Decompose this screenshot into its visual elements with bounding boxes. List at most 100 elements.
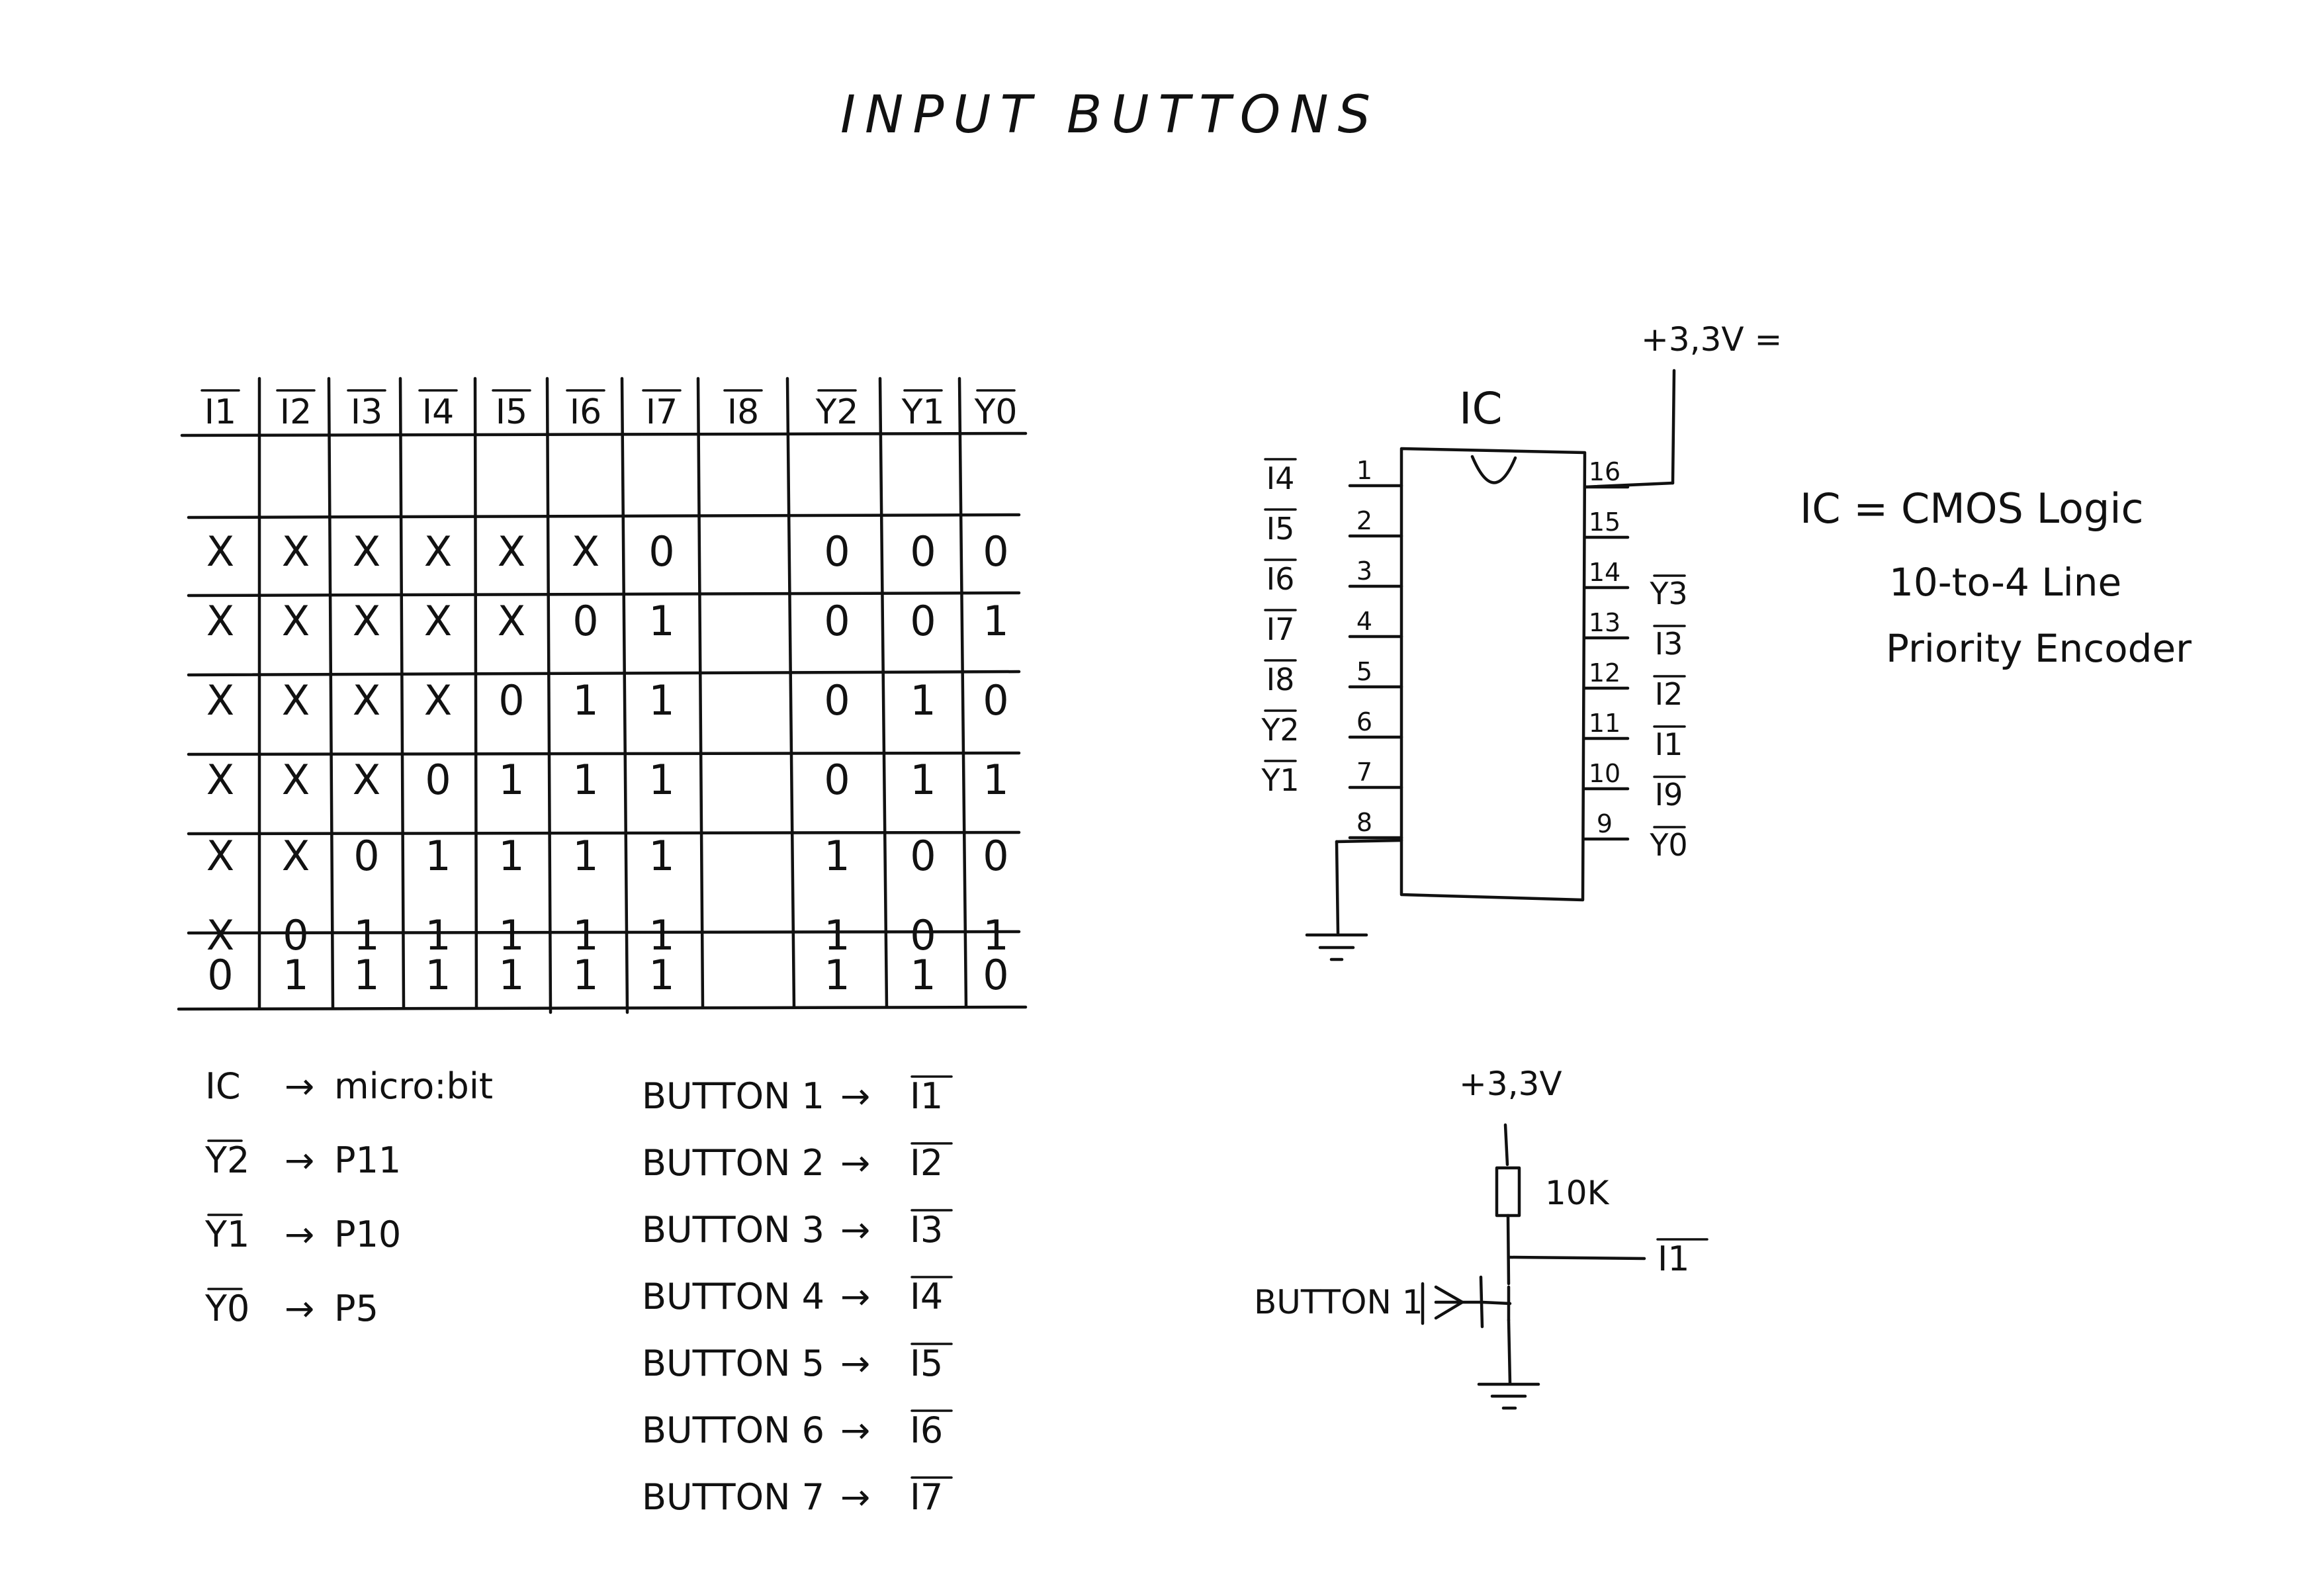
mapping-target: micro:bit bbox=[334, 1065, 493, 1107]
table-cell: 1 bbox=[910, 756, 936, 804]
table-cell: 0 bbox=[983, 676, 1008, 725]
table-cell: 1 bbox=[983, 756, 1008, 804]
ic-label: IC bbox=[1459, 383, 1503, 434]
table-cell: 1 bbox=[498, 951, 524, 999]
table-cell: 1 bbox=[648, 832, 674, 880]
page-title: INPUT BUTTONS bbox=[840, 85, 1380, 145]
table-cell: X bbox=[498, 527, 525, 576]
ic-notch bbox=[1470, 455, 1517, 484]
table-cell: 1 bbox=[353, 951, 379, 999]
pin-number: 11 bbox=[1589, 709, 1620, 738]
table-cell: 1 bbox=[983, 597, 1008, 645]
pin-number: 5 bbox=[1356, 657, 1372, 686]
pin-number: 12 bbox=[1589, 658, 1620, 687]
pin-signal: Y2 bbox=[1261, 712, 1299, 748]
circuit-output-label: I1 bbox=[1658, 1239, 1689, 1279]
button-signal: I7 bbox=[910, 1476, 943, 1518]
table-cell: X bbox=[206, 527, 234, 576]
table-cell: 1 bbox=[910, 951, 936, 999]
supply-wire-2 bbox=[1503, 1123, 1509, 1167]
table-cell: 1 bbox=[498, 832, 524, 880]
table-cell: X bbox=[282, 832, 310, 880]
button-arrow: → bbox=[840, 1075, 870, 1117]
table-cell: 1 bbox=[910, 676, 936, 725]
table-cell: X bbox=[206, 832, 234, 880]
table-cell: X bbox=[424, 527, 452, 576]
button-label: BUTTON 5 bbox=[642, 1343, 824, 1384]
table-cell: 0 bbox=[983, 527, 1008, 576]
mapping-item: Y0→P5 bbox=[204, 1288, 378, 1329]
pin-signal: I4 bbox=[1266, 461, 1295, 496]
button-signal: I4 bbox=[910, 1276, 943, 1317]
table-cell: 0 bbox=[498, 676, 524, 725]
header-i1: I1 bbox=[204, 392, 236, 432]
table-cell: 0 bbox=[824, 597, 850, 645]
button-arrow: → bbox=[840, 1209, 870, 1251]
table-cell: X bbox=[572, 527, 599, 576]
header-i5: I5 bbox=[496, 392, 527, 432]
button-mapping-item: BUTTON 3 → I3 bbox=[642, 1209, 953, 1251]
button-mapping-item: BUTTON 5→I5 bbox=[642, 1343, 953, 1384]
header-y0: Y0 bbox=[974, 392, 1018, 432]
mapping-source: Y1 bbox=[204, 1214, 249, 1255]
button-label: BUTTON 4 bbox=[642, 1276, 824, 1317]
table-cell: 0 bbox=[910, 597, 936, 645]
table-cell: 1 bbox=[572, 832, 598, 880]
table-cell: 1 bbox=[572, 951, 598, 999]
ic-right-pin: 16 bbox=[1583, 457, 1630, 489]
button-arrow: → bbox=[840, 1142, 870, 1184]
button-circuit: +3,3V 10K I1 BUTTON 1 bbox=[1254, 1065, 1708, 1410]
button-mapping-item: BUTTON 1→I1 bbox=[642, 1075, 953, 1117]
ic-left-pin: 7Y1 bbox=[1261, 758, 1403, 798]
table-cell: X bbox=[353, 527, 380, 576]
ic-right-pin: 9Y0 bbox=[1583, 809, 1688, 863]
output-wire bbox=[1507, 1255, 1646, 1261]
header-y1: Y1 bbox=[901, 392, 945, 432]
table-cell: X bbox=[206, 676, 234, 725]
resistor-label: 10K bbox=[1545, 1174, 1610, 1212]
mapping-source: Y2 bbox=[204, 1139, 249, 1181]
button-signal: I2 bbox=[910, 1142, 943, 1184]
ic-note: IC = CMOS Logic 10-to-4 Line Priority En… bbox=[1800, 484, 2192, 671]
table-cell: 1 bbox=[648, 911, 674, 959]
table-cell: 0 bbox=[572, 597, 598, 645]
mapping-arrow: → bbox=[285, 1065, 314, 1107]
mapping-source: Y0 bbox=[204, 1288, 249, 1329]
button-label: BUTTON 1 bbox=[642, 1075, 824, 1117]
pin-number: 9 bbox=[1597, 809, 1613, 838]
mapping-source: IC bbox=[205, 1065, 241, 1107]
table-cell: X bbox=[206, 597, 234, 645]
table-cell: 1 bbox=[425, 832, 451, 880]
table-cell: X bbox=[206, 756, 234, 804]
pin-number: 7 bbox=[1356, 758, 1372, 787]
switch-label: BUTTON 1 bbox=[1254, 1283, 1423, 1321]
header-i3: I3 bbox=[351, 392, 382, 432]
button-label: BUTTON 3 bbox=[642, 1209, 824, 1251]
button-mapping-item: BUTTON 2→I2 bbox=[642, 1142, 953, 1184]
table-cell: 1 bbox=[498, 756, 524, 804]
pin-signal: Y0 bbox=[1649, 827, 1687, 863]
table-cell: X bbox=[282, 527, 310, 576]
table-cell: 0 bbox=[824, 527, 850, 576]
table-cell: 1 bbox=[824, 832, 850, 880]
pin-number: 1 bbox=[1356, 456, 1372, 485]
table-cell: 0 bbox=[910, 832, 936, 880]
header-i2: I2 bbox=[280, 392, 312, 432]
pin-number: 3 bbox=[1356, 556, 1372, 586]
ic-right-pin: 15 bbox=[1583, 508, 1630, 539]
mapping-item: IC → micro:bit bbox=[205, 1065, 493, 1107]
button-signal: I3 bbox=[910, 1209, 943, 1251]
table-cell: X bbox=[282, 676, 310, 725]
button-label: BUTTON 7 bbox=[642, 1476, 824, 1518]
resistor-icon bbox=[1495, 1166, 1521, 1218]
table-cell: 1 bbox=[983, 911, 1008, 959]
ic-body bbox=[1399, 447, 1587, 902]
mapping-item: Y1→P10 bbox=[204, 1214, 401, 1255]
